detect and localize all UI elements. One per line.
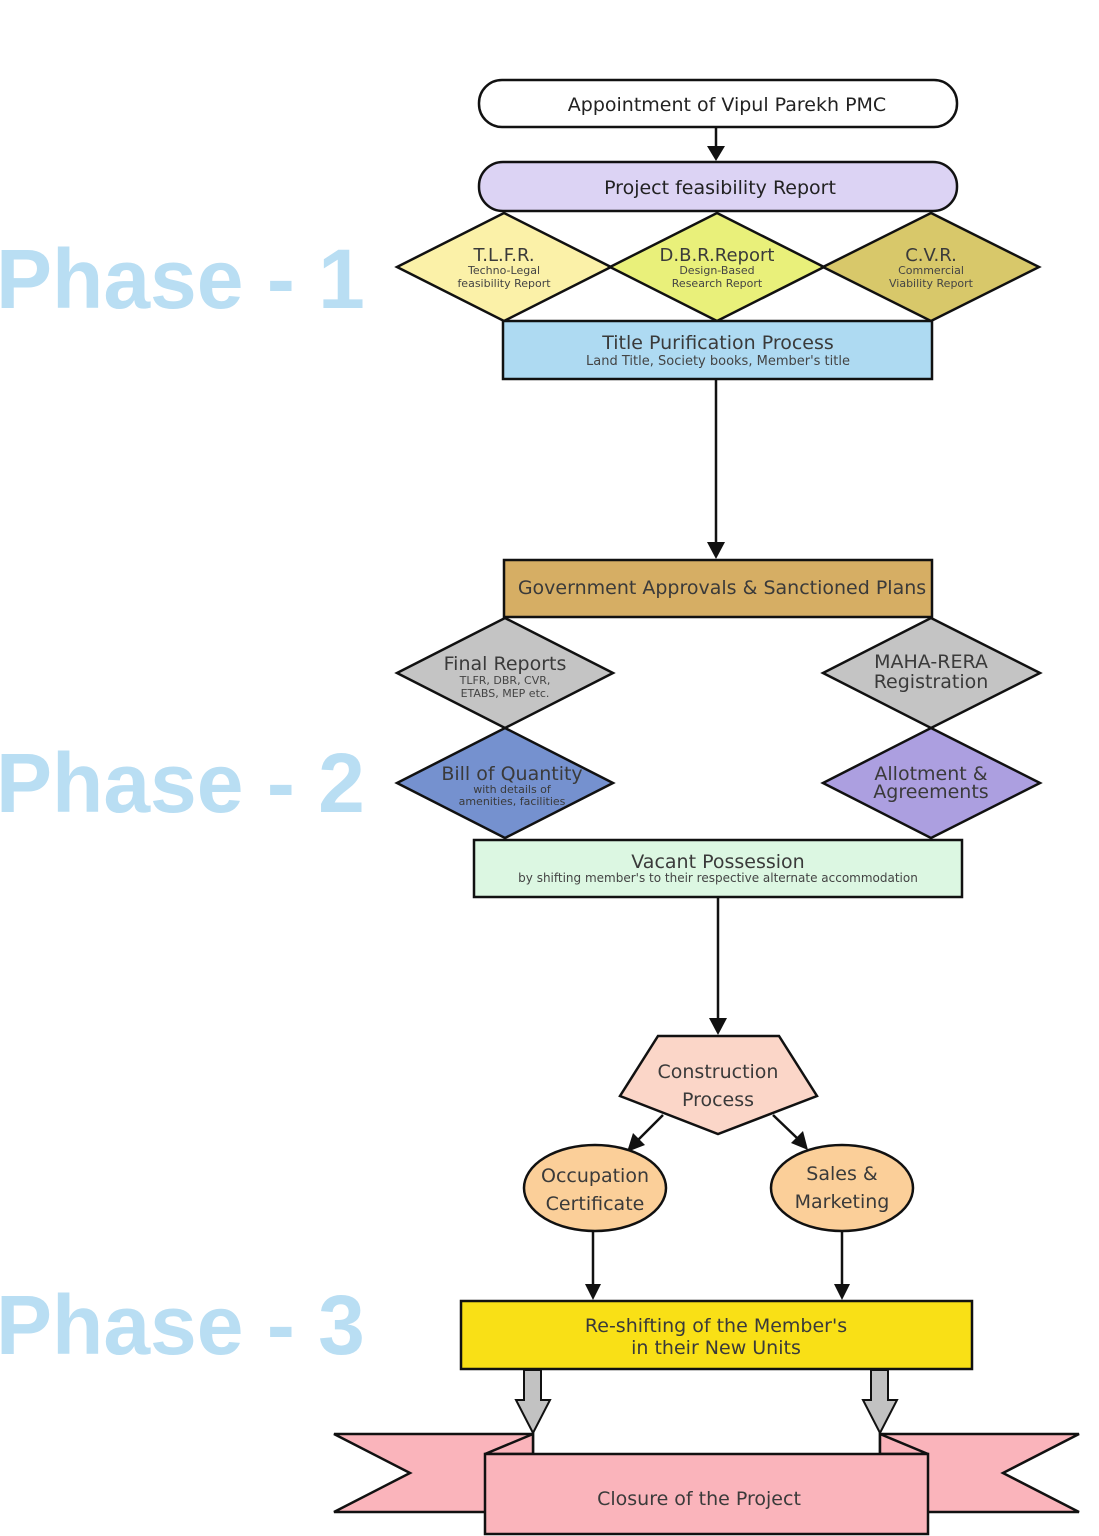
allotment-line2: Agreements	[873, 781, 988, 803]
node-cvr[interactable]: C.V.R. Commercial Viability Report	[820, 211, 1042, 323]
node-bill-of-quantity[interactable]: Bill of Quantity with details of ameniti…	[394, 726, 616, 840]
connector-construction-sales	[772, 1114, 798, 1139]
gov-approvals-label: Government Approvals & Sanctioned Plans	[518, 577, 926, 599]
arrowhead-icon	[791, 1131, 808, 1150]
boq-sub2: amenities, facilities	[459, 795, 566, 808]
final-reports-sub2: ETABS, MEP etc.	[461, 687, 550, 700]
title-purification-title: Title Purification Process	[601, 332, 834, 354]
node-gov-approvals[interactable]: Government Approvals & Sanctioned Plans	[502, 558, 934, 619]
boq-sub1: with details of	[473, 783, 552, 796]
title-purification-sub: Land Title, Society books, Member's titl…	[586, 354, 850, 369]
block-arrow-right-icon	[861, 1369, 899, 1436]
allotment-line1: Allotment &	[874, 763, 987, 785]
tlfr-title: T.L.F.R.	[472, 245, 534, 266]
appointment-label: Appointment of Vipul Parekh PMC	[568, 94, 886, 116]
boq-title: Bill of Quantity	[441, 763, 582, 785]
phase-1-label: Phase - 1	[0, 232, 365, 326]
reshifting-line1: Re-shifting of the Member's	[585, 1315, 847, 1337]
block-arrow-left-icon	[514, 1369, 552, 1436]
node-maha-rera[interactable]: MAHA-RERA Registration	[820, 616, 1043, 730]
final-reports-sub1: TLFR, DBR, CVR,	[459, 674, 551, 687]
occupation-line1: Occupation	[541, 1165, 649, 1187]
phase-3-label: Phase - 3	[0, 1278, 365, 1372]
cvr-sub1: Commercial	[898, 264, 964, 277]
vacant-possession-sub: by shifting member's to their respective…	[518, 871, 918, 885]
closure-label: Closure of the Project	[597, 1488, 801, 1510]
node-final-reports[interactable]: Final Reports TLFR, DBR, CVR, ETABS, MEP…	[394, 616, 616, 730]
feasibility-label: Project feasibility Report	[604, 177, 836, 199]
tlfr-sub1: Techno-Legal	[467, 264, 540, 277]
node-feasibility-report[interactable]: Project feasibility Report	[477, 160, 959, 213]
cvr-title: C.V.R.	[905, 245, 957, 266]
maha-rera-line2: Registration	[874, 671, 989, 693]
maha-rera-line1: MAHA-RERA	[874, 651, 988, 673]
tlfr-sub2: feasibility Report	[457, 277, 551, 290]
dbr-sub2: Research Report	[672, 277, 763, 290]
arrowhead-icon	[707, 542, 725, 559]
node-title-purification[interactable]: Title Purification Process Land Title, S…	[501, 319, 934, 381]
node-vacant-possession[interactable]: Vacant Possession by shifting member's t…	[472, 838, 964, 899]
construction-line2: Process	[682, 1089, 754, 1111]
sales-line2: Marketing	[795, 1191, 890, 1213]
node-closure[interactable]: Closure of the Project	[333, 1432, 1080, 1536]
node-reshifting[interactable]: Re-shifting of the Member's in their New…	[459, 1299, 974, 1371]
arrowhead-icon	[834, 1284, 850, 1300]
node-appointment[interactable]: Appointment of Vipul Parekh PMC	[477, 78, 959, 129]
dbr-sub1: Design-Based	[679, 264, 754, 277]
final-reports-title: Final Reports	[444, 653, 567, 675]
node-construction[interactable]: Construction Process	[618, 1034, 819, 1136]
node-sales-marketing[interactable]: Sales & Marketing	[769, 1143, 915, 1233]
node-allotment[interactable]: Allotment & Agreements	[820, 726, 1043, 840]
node-occupation-certificate[interactable]: Occupation Certificate	[522, 1143, 668, 1233]
cvr-sub2: Viability Report	[889, 277, 974, 290]
sales-line1: Sales &	[806, 1163, 878, 1185]
phase-2-label: Phase - 2	[0, 736, 365, 830]
arrowhead-icon	[585, 1284, 601, 1300]
arrowhead-icon	[627, 1133, 645, 1152]
reshifting-line2: in their New Units	[631, 1337, 801, 1359]
construction-line1: Construction	[658, 1061, 779, 1083]
node-dbr[interactable]: D.B.R.Report Design-Based Research Repor…	[607, 211, 827, 323]
vacant-possession-title: Vacant Possession	[631, 851, 804, 873]
node-tlfr[interactable]: T.L.F.R. Techno-Legal feasibility Report	[394, 211, 614, 323]
arrowhead-icon	[709, 1018, 727, 1035]
occupation-line2: Certificate	[546, 1193, 645, 1215]
connector-construction-occupation	[637, 1114, 664, 1141]
dbr-title: D.B.R.Report	[660, 245, 775, 266]
arrowhead-icon	[707, 146, 725, 161]
